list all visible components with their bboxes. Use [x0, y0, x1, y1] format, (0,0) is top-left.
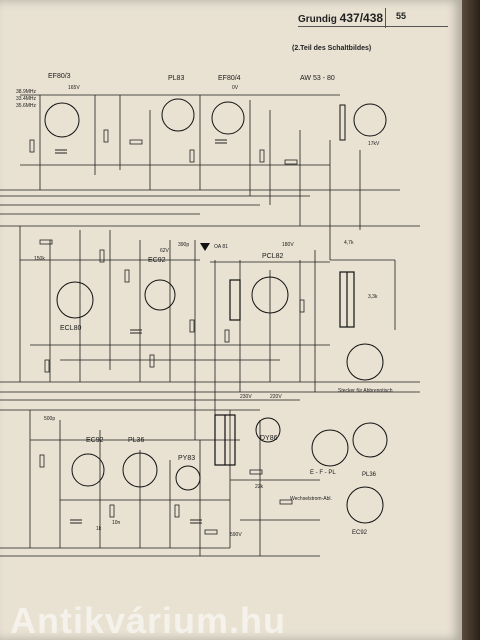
socket-ec92: [346, 486, 384, 524]
label-10n: 10n: [112, 520, 121, 526]
label-ecl80: ECL80: [60, 325, 82, 332]
label-bottom-caption: Wechselstrom-Abl.: [290, 496, 332, 502]
label-pl36: PL36: [128, 437, 144, 444]
tube-ecl80: [56, 281, 94, 319]
tube-pl36: [122, 452, 158, 488]
tube-py83: [175, 465, 201, 491]
vertical-transformer: [229, 279, 241, 321]
crt-aw53: [353, 103, 387, 137]
label-oa81: OA 81: [214, 244, 228, 250]
label-0v: 0V: [232, 85, 239, 91]
tube-ef80-3: [44, 102, 80, 138]
tube-ec92-bottom: [71, 453, 105, 487]
watermark: Antikvárium.hu: [10, 600, 287, 640]
label-3-3k: 3,3k: [368, 294, 378, 300]
label-pl83: PL83: [168, 75, 184, 82]
header-rule: [298, 26, 448, 27]
tube-pl83: [161, 98, 195, 132]
schematic-subtitle: (2.Teil des Schaltbildes): [292, 45, 372, 52]
label-17kv: 17kV: [368, 141, 380, 147]
schematic-diagram: EF80/3 PL83 EF80/4 AW 53 - 80 EC92 PCL82…: [0, 73, 420, 557]
label-4-7k: 4,7k: [344, 240, 354, 246]
label-1k: 1k: [96, 526, 102, 532]
header-separator: [385, 8, 386, 28]
label-150k: 150k: [34, 256, 45, 262]
diode-oa81: [200, 243, 210, 251]
tube-ef80-4: [211, 101, 245, 135]
label-socket-caption: Stecker für Abbrenntisch: [338, 388, 393, 394]
label-ec92-bottom: EC92: [86, 437, 104, 444]
label-180v: 180V: [282, 242, 294, 248]
header-model: 437/438: [339, 11, 384, 25]
label-22k: 22k: [255, 484, 264, 490]
label-390p: 390p: [178, 242, 189, 248]
label-500p: 500p: [44, 416, 55, 422]
label-220v: 220V: [270, 394, 282, 400]
tube-pcl82: [251, 276, 289, 314]
label-165v: 165V: [68, 85, 80, 91]
header-brand: Grundig: [298, 14, 337, 25]
book-spine: [462, 0, 480, 640]
label-freq3: 35.6MHz: [16, 103, 37, 109]
label-62v: 62V: [160, 248, 170, 254]
label-230v: 230V: [240, 394, 252, 400]
tube-dy86: [255, 417, 281, 443]
label-aw53: AW 53 - 80: [300, 75, 335, 82]
label-pcl82: PCL82: [262, 253, 284, 260]
label-ef80-4: EF80/4: [218, 75, 241, 82]
label-ef80-3: EF80/3: [48, 73, 71, 80]
label-590v: 590V: [230, 532, 242, 538]
label-py83: PY83: [178, 455, 195, 462]
label-dy86: DY86: [260, 435, 278, 442]
tube-ec92-top: [144, 279, 176, 311]
socket-connector: [346, 343, 384, 381]
page-number: 55: [396, 11, 407, 21]
socket-pl36: [352, 422, 388, 458]
page-header-title: Grundig 437/438: [298, 11, 383, 25]
label-socket-ec92: EC92: [352, 530, 368, 536]
socket-e-f-pl: [311, 429, 349, 467]
label-freq1: 38.9MHz: [16, 89, 37, 95]
label-socket-pl36: PL36: [362, 472, 377, 478]
label-freq2: 33.4MHz: [16, 96, 37, 102]
label-socket-efpl: E - F - PL: [310, 470, 336, 476]
label-ec92-top: EC92: [148, 257, 166, 264]
